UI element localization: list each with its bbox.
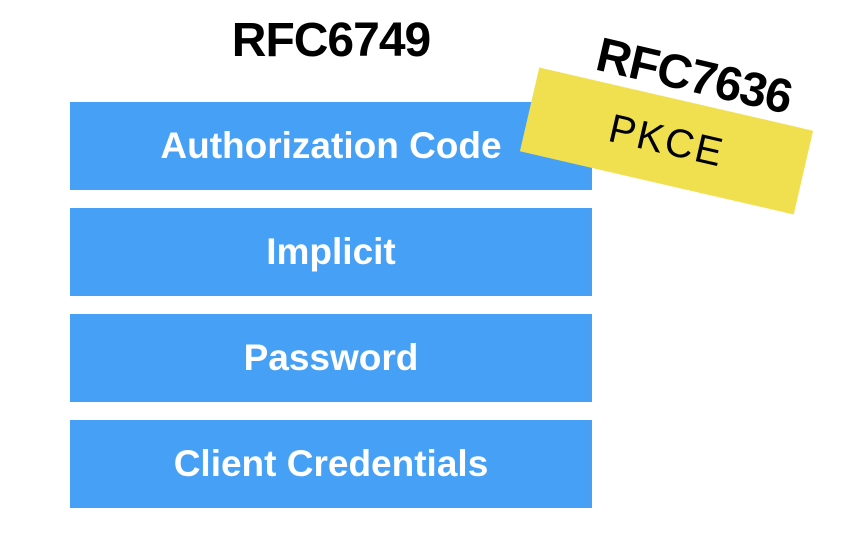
grant-label-password: Password	[243, 337, 419, 378]
grant-bar-password: Password	[70, 314, 592, 402]
grant-label-authorization-code: Authorization Code	[160, 125, 502, 166]
grant-label-client-credentials: Client Credentials	[173, 443, 489, 484]
pkce-label: PKCE	[604, 105, 729, 176]
rfc6749-title: RFC6749	[231, 14, 431, 67]
grant-bar-implicit: Implicit	[70, 208, 592, 296]
grant-label-implicit: Implicit	[266, 231, 396, 272]
grant-bar-client-credentials: Client Credentials	[70, 420, 592, 508]
grant-bar-authorization-code: Authorization Code	[70, 102, 592, 190]
